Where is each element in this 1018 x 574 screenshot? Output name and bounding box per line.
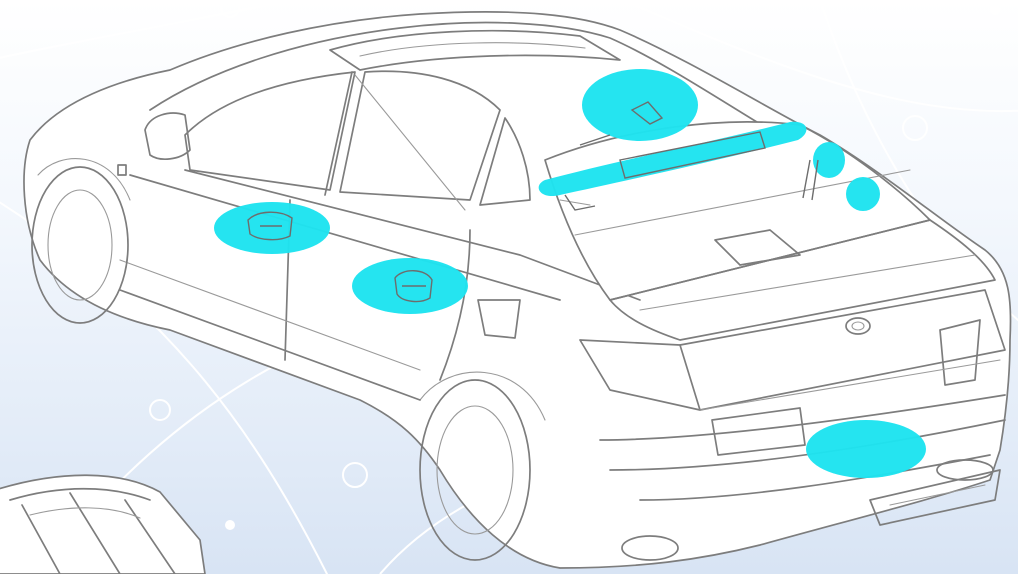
car-line-art-icon	[24, 12, 1011, 568]
second-car-icon	[0, 475, 205, 574]
rear-bumper-highlight	[806, 420, 926, 478]
front-door-handle-zone	[214, 202, 330, 254]
front-door-highlight	[214, 202, 330, 254]
roof-antenna-highlight	[582, 69, 698, 141]
rear-bumper-sensor-zone	[806, 420, 926, 478]
rear-door-handle-zone	[352, 258, 468, 314]
sensor-highlight-lower	[846, 177, 880, 211]
